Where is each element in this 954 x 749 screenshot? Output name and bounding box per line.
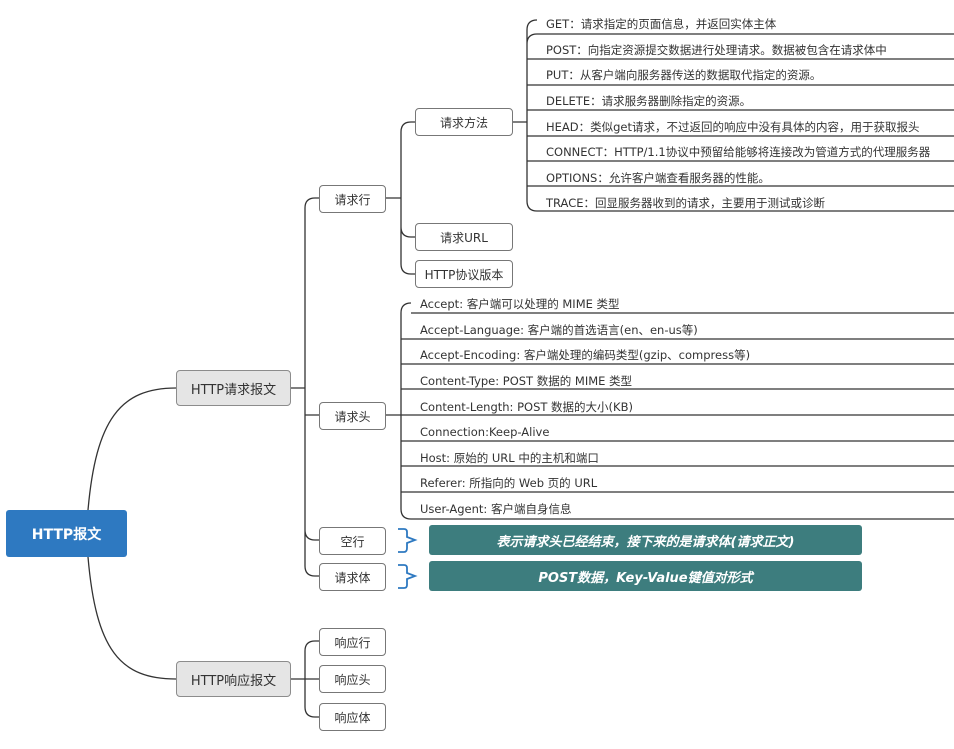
header-connection: Connection:Keep-Alive [420, 425, 550, 439]
header-accept-encoding: Accept-Encoding: 客户端处理的编码类型(gzip、compres… [420, 348, 751, 362]
request-message-node: HTTP请求报文 [176, 370, 291, 406]
connector-root-response [87, 556, 177, 680]
method-connect: CONNECT：HTTP/1.1协议中预留给能够将连接改为管道方式的代理服务器 [546, 145, 931, 159]
method-trace: TRACE：回显服务器收到的请求，主要用于测试或诊断 [546, 196, 826, 210]
root-node: HTTP报文 [6, 510, 127, 557]
method-get: GET：请求指定的页面信息，并返回实体主体 [546, 17, 777, 31]
request-headers-node: 请求头 [319, 402, 386, 430]
connector-root-request [87, 387, 177, 511]
bracket-body [398, 564, 418, 589]
method-put: PUT：从客户端向服务器传送的数据取代指定的资源。 [546, 68, 822, 82]
request-line-node: 请求行 [319, 185, 386, 213]
response-line-node: 响应行 [319, 628, 386, 656]
http-version-node: HTTP协议版本 [415, 260, 513, 288]
header-referer: Referer: 所指向的 Web 页的 URL [420, 476, 598, 490]
request-url-node: 请求URL [415, 223, 513, 251]
header-accept-language: Accept-Language: 客户端的首选语言(en、en-us等) [420, 323, 698, 337]
header-content-type: Content-Type: POST 数据的 MIME 类型 [420, 374, 633, 388]
request-body-note: POST数据，Key-Value键值对形式 [429, 561, 862, 591]
method-delete: DELETE：请求服务器删除指定的资源。 [546, 94, 752, 108]
method-options: OPTIONS：允许客户端查看服务器的性能。 [546, 171, 770, 185]
bracket-blank-line [398, 528, 418, 553]
method-post: POST：向指定资源提交数据进行处理请求。数据被包含在请求体中 [546, 43, 887, 57]
header-accept: Accept: 客户端可以处理的 MIME 类型 [420, 297, 620, 311]
connector-methods-trunk [513, 33, 954, 212]
blank-line-note: 表示请求头已经结束，接下来的是请求体(请求正文) [429, 525, 862, 555]
request-body-node: 请求体 [319, 563, 386, 591]
response-body-node: 响应体 [319, 703, 386, 731]
header-user-agent: User-Agent: 客户端自身信息 [420, 502, 572, 516]
connector-methods-top [526, 19, 538, 34]
connector-response-trunk [291, 640, 319, 718]
header-content-length: Content-Length: POST 数据的大小(KB) [420, 400, 633, 414]
blank-line-node: 空行 [319, 527, 386, 555]
header-host: Host: 原始的 URL 中的主机和端口 [420, 451, 599, 465]
request-methods-node: 请求方法 [415, 108, 513, 136]
connector-request-trunk [291, 197, 319, 577]
method-head: HEAD：类似get请求，不过返回的响应中没有具体的内容，用于获取报头 [546, 120, 920, 134]
response-message-node: HTTP响应报文 [176, 661, 291, 697]
connector-request-line-trunk [386, 121, 415, 275]
response-headers-node: 响应头 [319, 665, 386, 693]
connector-headers-trunk [386, 302, 954, 520]
